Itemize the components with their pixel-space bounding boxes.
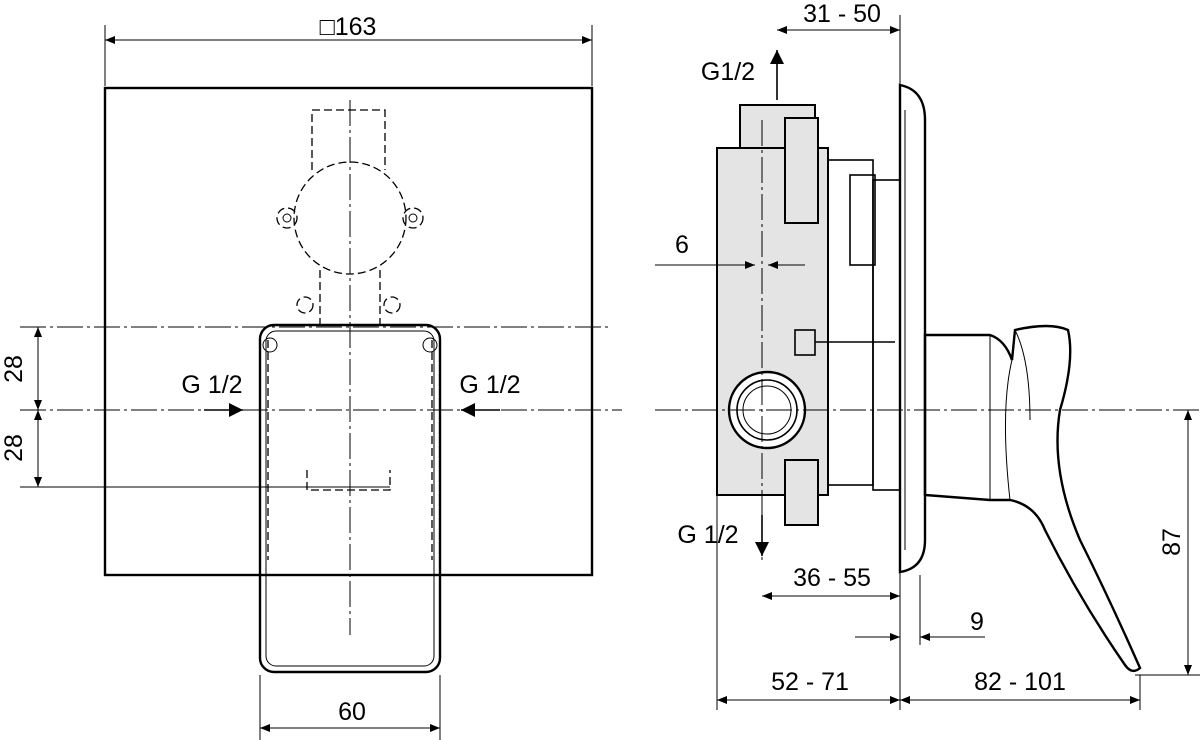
lever-projection-dimension: 82 - 101 bbox=[974, 668, 1066, 696]
lever-side bbox=[923, 324, 1142, 673]
outlet-top-label: G1/2 bbox=[701, 58, 755, 86]
inlet-left-label: G 1/2 bbox=[181, 371, 242, 399]
offset-bottom-dimension: 28 bbox=[0, 434, 28, 462]
depth-top-dimension: 31 - 50 bbox=[803, 0, 881, 28]
width-dimension: □163 bbox=[320, 13, 377, 41]
side-view: 31 - 50 G1/2 6 G 1/2 36 - 55 9 87 52 - 7… bbox=[655, 0, 1200, 710]
pipe-dimension: 6 bbox=[675, 231, 689, 259]
lever-width-dimension: 60 bbox=[338, 698, 366, 726]
offset-top-dimension: 28 bbox=[0, 355, 28, 383]
depth-mid-dimension: 36 - 55 bbox=[793, 564, 871, 592]
front-view: □163 28 28 G 1/2 G 1/2 60 bbox=[0, 13, 622, 740]
body-depth-dimension: 52 - 71 bbox=[771, 668, 849, 696]
inlet-right-label: G 1/2 bbox=[459, 371, 520, 399]
plate-dimension: 9 bbox=[970, 608, 984, 636]
cover-plate-side bbox=[898, 83, 927, 574]
cover-plate bbox=[103, 86, 594, 577]
outlet-bottom-label: G 1/2 bbox=[677, 521, 738, 549]
lever-height-dimension: 87 bbox=[1158, 528, 1186, 556]
